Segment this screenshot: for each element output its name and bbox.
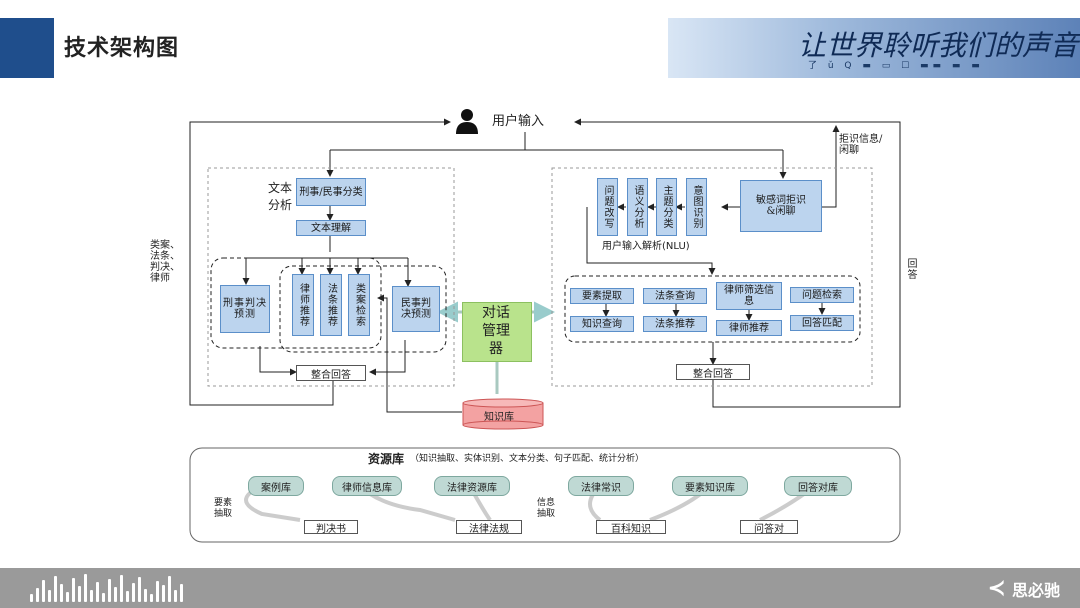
info-extract-label: 信息抽取 [537, 498, 556, 519]
db-law-resource: 法律资源库 [434, 476, 510, 496]
dialog-manager-label: 对话管理器 [482, 305, 510, 357]
waveform-bar [96, 582, 99, 602]
nlu-label: 用户输入解析(NLU) [602, 241, 690, 252]
crim-civil-class: 刑事/民事分类 [296, 178, 366, 206]
waveform-bar [30, 594, 33, 602]
law-rec-box: 法条推荐 [643, 316, 707, 332]
waveform-bar [90, 590, 93, 602]
logo-mark-icon: ≺ [987, 576, 1006, 601]
lawyer-filter-box: 律师筛选信息 [716, 282, 782, 310]
nlu-intent: 意图识别 [686, 178, 707, 236]
waveform-bar [144, 589, 147, 602]
waveform-bar [114, 587, 117, 602]
db-lawyer: 律师信息库 [332, 476, 402, 496]
src-encyclopedia: 百科知识 [596, 520, 666, 535]
reject-info-label: 拒识信息/闲聊 [839, 134, 883, 156]
page-title: 技术架构图 [64, 36, 180, 61]
knowledge-base-db [462, 398, 544, 430]
text-analysis-label: 文本分析 [268, 181, 293, 212]
law-query-box: 法条查询 [643, 288, 707, 304]
extract-box: 要素提取 [570, 288, 634, 304]
banner-subtext: 了 ǔ Q ▬ ▭ ☐ ▬▬ ▬ ▬ [808, 61, 984, 71]
waveform-bar [168, 576, 171, 602]
waveform-bar [138, 577, 141, 602]
waveform-bar [102, 593, 105, 602]
waveform-bar [150, 594, 153, 602]
sensitive-reject: 敏感词拒识&闲聊 [740, 180, 822, 232]
waveform-bar [180, 584, 183, 602]
waveform-bar [162, 585, 165, 602]
waveform-bar [72, 578, 75, 602]
answer-match-box: 回答匹配 [790, 315, 854, 331]
text-understand: 文本理解 [296, 220, 366, 236]
waveform-bar [60, 584, 63, 602]
db-element: 要素知识库 [672, 476, 748, 496]
user-icon [456, 108, 478, 134]
answer-label: 回答 [905, 258, 916, 280]
waveform-bar [42, 580, 45, 602]
user-input-label: 用户输入 [492, 114, 545, 129]
civil-predict: 民事判决预测 [392, 286, 440, 332]
footer-logo-text: 思必驰 [1011, 580, 1060, 600]
resource-title: 资源库 [368, 452, 405, 466]
src-law: 法律法规 [456, 520, 522, 535]
waveform-bar [156, 581, 159, 602]
waveform-bar [132, 583, 135, 602]
db-law-common: 法律常识 [568, 476, 634, 496]
integrate-left: 整合回答 [296, 365, 366, 381]
waveform-bar [54, 576, 57, 602]
waveform-bar [48, 590, 51, 602]
footer-logo: ≺ 思必驰 [988, 576, 1060, 601]
question-search-box: 问题检索 [790, 287, 854, 303]
src-qa: 问答对 [740, 520, 798, 535]
title-accent-bar [0, 18, 54, 78]
banner-slogan: 让世界聆听我们的声音 [798, 29, 1079, 62]
footer-bar [0, 568, 1080, 608]
extract-label: 要素抽取 [214, 498, 233, 519]
src-judgment: 判决书 [304, 520, 358, 535]
lawyer-rec-box: 律师推荐 [716, 320, 782, 336]
law-rec-left: 法条推荐 [320, 274, 342, 336]
waveform-bar [120, 575, 123, 602]
waveform-bar [126, 591, 129, 602]
dialog-manager [462, 302, 532, 362]
knowledge-base-label: 知识库 [484, 412, 514, 423]
db-case: 案例库 [248, 476, 304, 496]
nlu-rewrite: 问题改写 [597, 178, 618, 236]
integrate-right: 整合回答 [676, 364, 750, 380]
waveform-bar [36, 588, 39, 602]
left-side-label: 类案、法条、判决、律师 [150, 240, 180, 284]
waveform-bar [84, 574, 87, 602]
crim-predict: 刑事判决预测 [220, 285, 270, 333]
nlu-semantic: 语义分析 [627, 178, 648, 236]
db-qa: 回答对库 [784, 476, 852, 496]
lawyer-rec-left: 律师推荐 [292, 274, 314, 336]
brand-banner: 让世界聆听我们的声音 了 ǔ Q ▬ ▭ ☐ ▬▬ ▬ ▬ [668, 18, 1080, 78]
nlu-topic: 主题分类 [656, 178, 677, 236]
resource-subtitle: （知识抽取、实体识别、文本分类、句子匹配、统计分析） [410, 454, 645, 464]
waveform-bar [78, 586, 81, 602]
case-search: 类案检索 [348, 274, 370, 336]
knowledge-query-box: 知识查询 [570, 316, 634, 332]
waveform-bar [174, 590, 177, 602]
waveform-bar [66, 592, 69, 602]
waveform-bar [108, 579, 111, 602]
